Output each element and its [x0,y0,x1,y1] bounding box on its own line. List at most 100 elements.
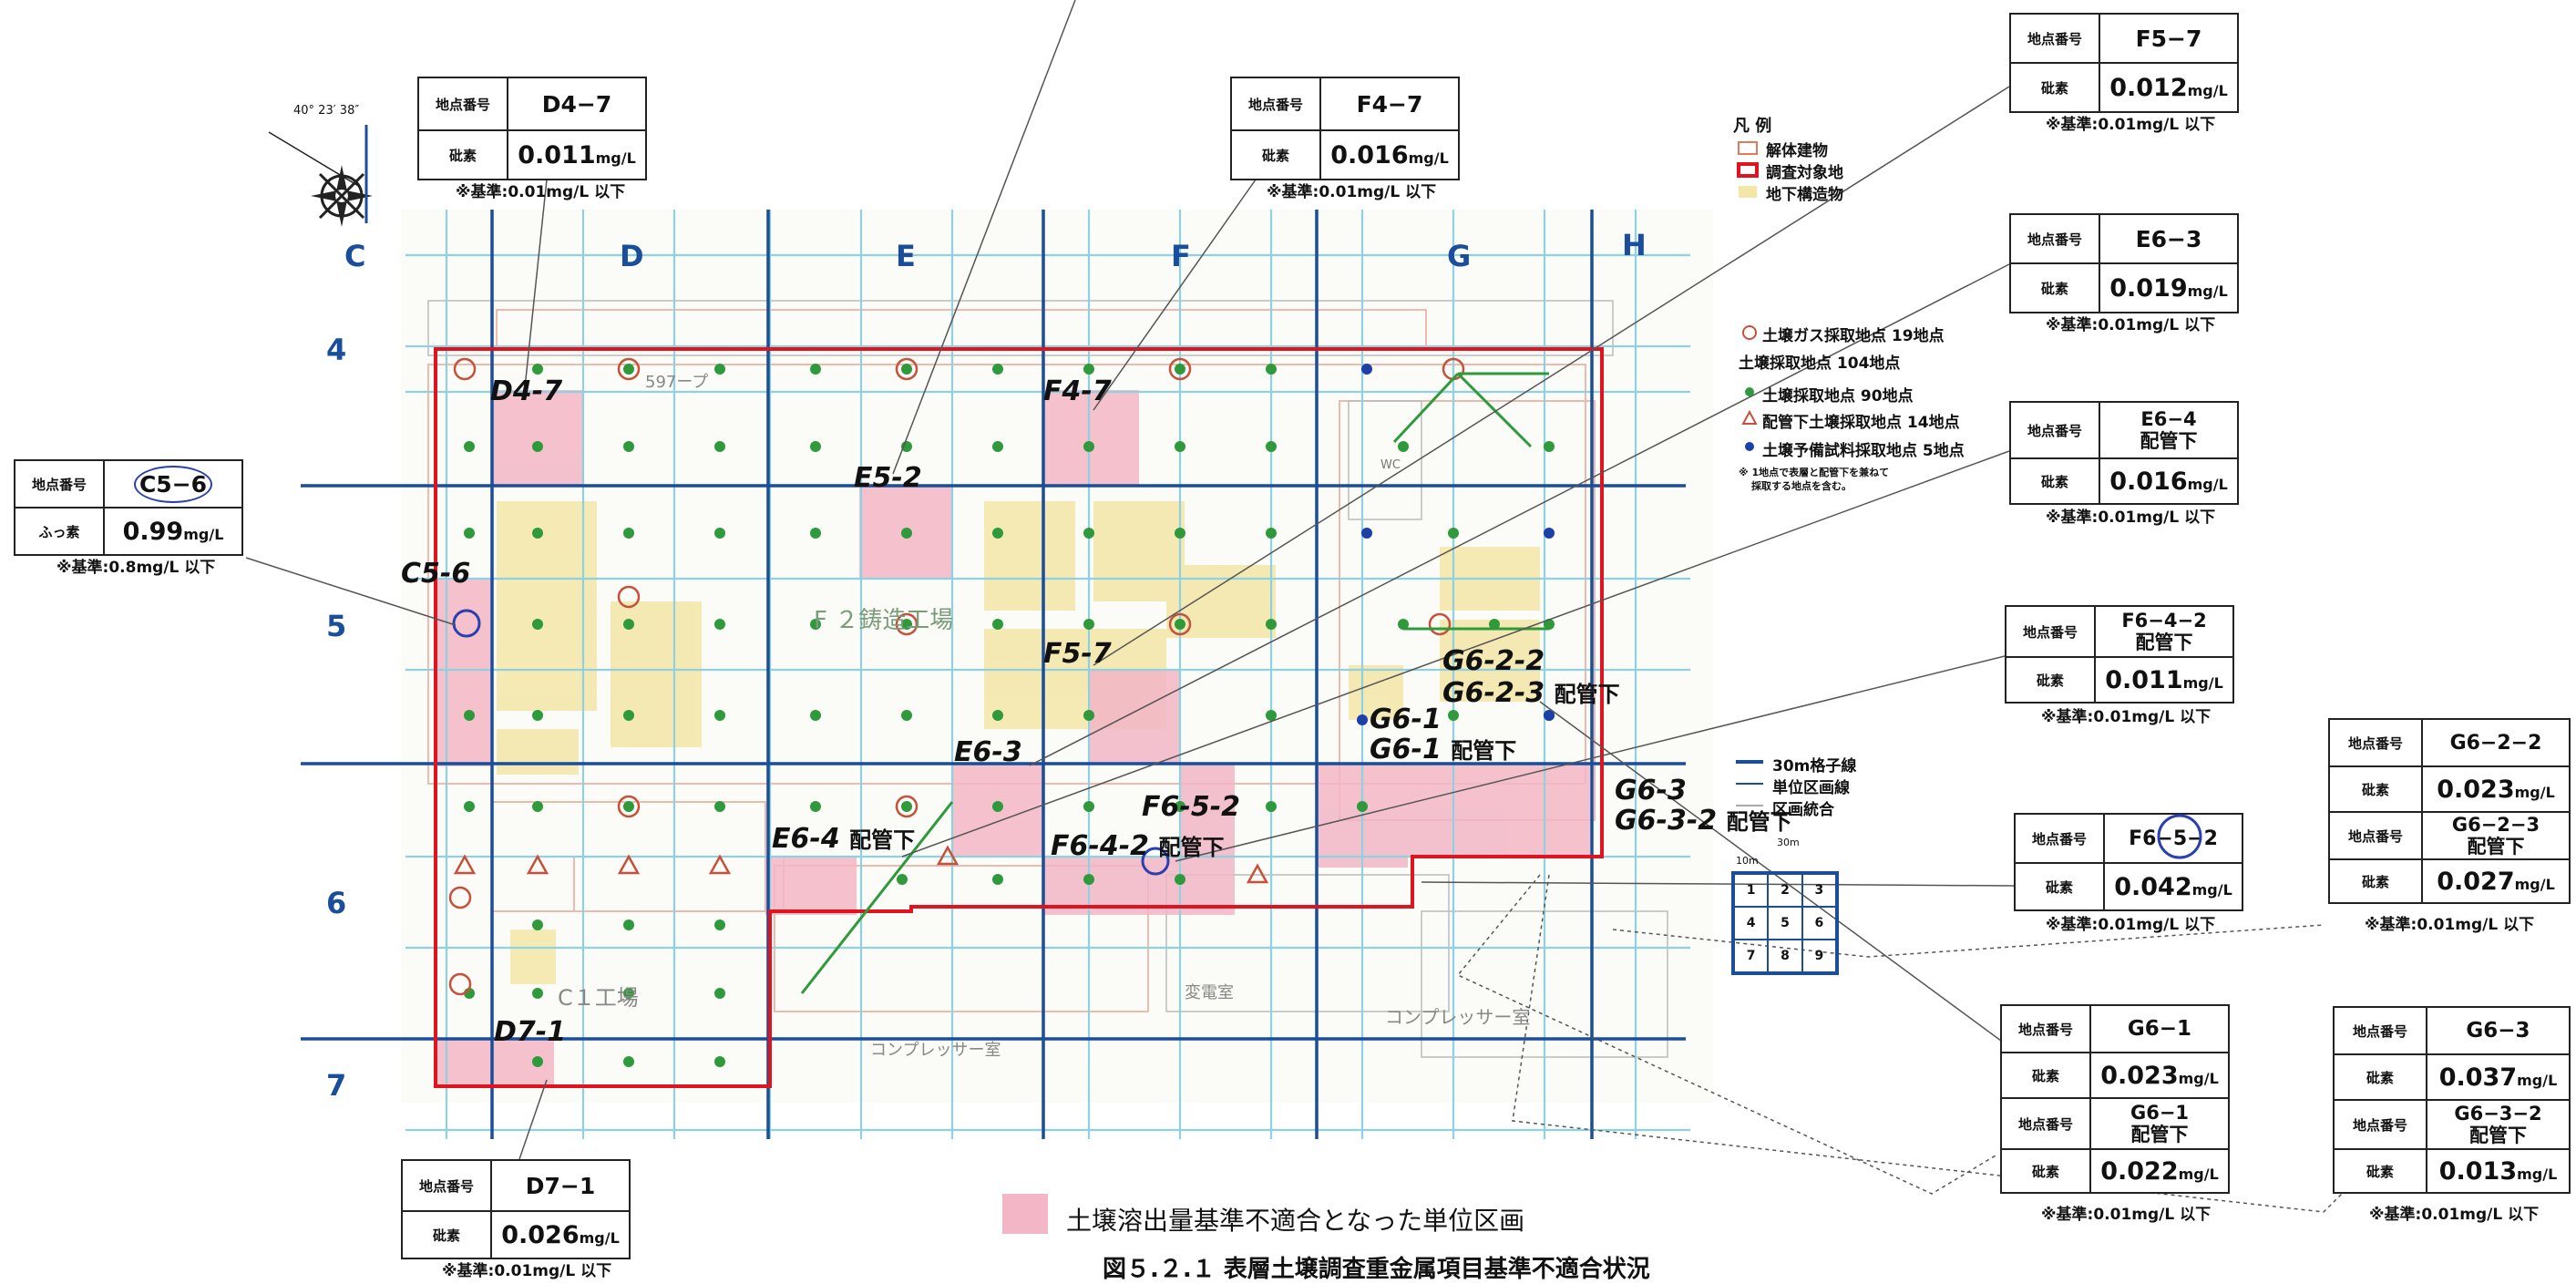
col-label-d: D [620,239,644,273]
f5-7-value-cell: 0.012mg/L [2099,62,2239,113]
e6-3-id: E6−3 [2099,213,2239,264]
d7-1-label-element: 砒素 [401,1210,492,1259]
g6-1b-label-element: 砒素 [2000,1148,2091,1194]
figure-caption: 図５.２.１ 表層土壌調査重金属項目基準不適合状況 [1103,1256,1650,1283]
c5-6-unit: mg/L [183,525,224,543]
e6-4-label-element: 砒素 [2009,457,2100,505]
point-label-f5-7: F5-7 [1043,638,1112,670]
f4-7-unit: mg/L [1408,149,1449,167]
e6-4-suffix: 配管下 [849,827,916,853]
legend-gas-symbol [1742,325,1757,340]
g6-3-2-value-cell: 0.013mg/L [2426,1148,2571,1194]
f5-7-standard-note: ※基準:0.01mg/L 以下 [2046,116,2216,134]
f4-7-label-element: 砒素 [1230,129,1321,180]
f6-4-2-label-element: 砒素 [2005,656,2096,704]
c5-6-highlight [452,609,481,638]
f4-7-value: 0.016 [1330,140,1409,169]
legend-footnote-1: ※ 1地点で表層と配管下を兼ねて [1739,467,1890,478]
e6-3-unit: mg/L [2187,282,2228,300]
legend-item-underground: 地下構造物 [1766,186,1843,204]
g6-1-unit: mg/L [2178,1069,2219,1087]
col-label-g: G [1447,239,1472,273]
e6-3-label-element: 砒素 [2009,262,2100,313]
col-label-f: F [1171,239,1191,273]
point-label-g6-1: G6-1 [1370,704,1442,735]
g6-1b-unit: mg/L [2178,1165,2219,1183]
d7-1-id: D7−1 [490,1159,631,1212]
key-swatch [1002,1194,1048,1234]
legend-item-demolished: 解体建物 [1766,142,1828,160]
legend-pipe-symbol [1741,409,1758,425]
g6-1-id: G6−1 [2089,1004,2230,1053]
f6-4-2-value: 0.011 [2105,665,2183,694]
d4-7-label-element: 砒素 [417,129,508,180]
point-label-f4-7: F4-7 [1043,375,1112,407]
g6-3-2-unit: mg/L [2517,1165,2558,1183]
legend-prelim-symbol [1745,442,1754,451]
point-label-e6-4: E6-4 配管下 [772,822,915,855]
legend-underground-swatch [1739,186,1757,198]
g6-3-2-suffix: 配管下 [1726,809,1792,835]
g6-1-label-element: 砒素 [2000,1052,2091,1099]
row-label-7: 7 [326,1068,347,1103]
legend-scale-10m: 10m [1736,855,1759,867]
grid-cell: 4 [1734,907,1769,940]
g6-1-value: 0.023 [2100,1061,2179,1090]
g6-3-2-value: 0.013 [2438,1156,2518,1186]
f6-5-2-id: F6−5−2 [2103,813,2243,864]
d4-7-unit: mg/L [595,149,636,167]
g6-3-label-id: 地点番号 [2333,1006,2427,1055]
grid-cell: 5 [1768,907,1802,940]
f6-5-2-highlight [1141,847,1170,876]
point-label-g6-1b: G6-1 配管下 [1370,733,1516,765]
point-label-g6-3: G6-3 [1615,775,1687,806]
f6-4-2-suffix: 配管下 [1158,835,1225,860]
f5-7-unit: mg/L [2187,81,2228,99]
compass [268,125,373,227]
legend-soil: 土壌採取地点 90地点 [1762,387,1914,406]
map-label-f2: F ２鋳造工場 [814,607,954,634]
g6-3-standard-note: ※基準:0.01mg/L 以下 [2369,1206,2540,1224]
key-text: 土壌溶出量基準不適合となった単位区画 [1066,1206,1525,1236]
survey-boundary [434,347,1604,1088]
d4-7-value: 0.011 [518,140,596,169]
leader-lines [245,0,2015,1160]
g6-2-3-label-id: 地点番号 [2328,811,2423,860]
row-label-5: 5 [326,609,347,643]
grid-cell: 2 [1768,874,1802,907]
legend-pipe: 配管下土壌採取地点 14地点 [1762,414,1960,432]
f4-7-standard-note: ※基準:0.01mg/L 以下 [1267,183,1437,201]
legend-prelim: 土壌予備試料採取地点 5地点 [1762,442,1965,460]
pipe-lines [800,372,1549,994]
legend-unit-line: 単位区画線 [1772,779,1850,797]
f6-5-2-label-element: 砒素 [2014,862,2105,911]
g6-2-3-id: G6-2-3 [1442,677,1545,709]
g6-2-3-value: 0.027 [2437,867,2515,896]
legend-title: 凡 例 [1733,117,1772,136]
g6-2-standard-note: ※基準:0.01mg/L 以下 [2365,916,2535,934]
legend-item-survey: 調査対象地 [1766,164,1843,182]
g6-2-2-label-element: 砒素 [2328,765,2423,813]
c5-6-value: 0.99 [122,517,184,546]
g6-2-3-suffix: 配管下 [1554,682,1620,707]
map-label-597: 597ープ [645,373,709,392]
g6-3-2-label-id: 地点番号 [2333,1099,2427,1150]
f6-5-2-label-id: 地点番号 [2014,813,2105,864]
g6-2-2-value-cell: 0.023mg/L [2421,765,2571,813]
point-label-f6-4-2: F6-4-2 配管下 [1051,829,1224,862]
c5-6-label-id: 地点番号 [14,459,105,508]
legend-grid30: 30m格子線 [1772,757,1857,776]
grid-cell: 8 [1768,940,1802,972]
soil-sample-points [464,364,1555,1067]
g6-3-unit: mg/L [2517,1071,2558,1089]
legend-survey-swatch [1737,162,1759,178]
map-label-compressor2: コンプレッサー室 [1385,1006,1531,1028]
map-label-compressor1: コンプレッサー室 [870,1041,1001,1060]
